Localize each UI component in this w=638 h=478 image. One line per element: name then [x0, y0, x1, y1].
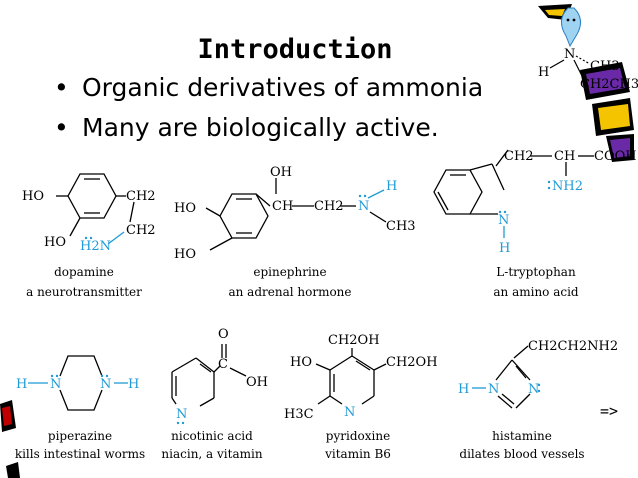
- epinephrine-ho2: HO: [174, 247, 196, 262]
- next-slide-link[interactable]: =>: [600, 402, 619, 420]
- piperazine-h2: H: [128, 377, 139, 392]
- piperazine-structure: [28, 355, 128, 411]
- dopamine-ho1: HO: [22, 189, 44, 204]
- dopamine-desc: a neurotransmitter: [26, 285, 142, 299]
- pyridoxine-desc: vitamin B6: [324, 447, 391, 461]
- pyridoxine-ch2oh2: CH2OH: [386, 355, 438, 370]
- histamine-n2: N: [528, 382, 539, 397]
- nicotinic-n: N: [176, 407, 187, 422]
- pyridoxine-ch2oh1: CH2OH: [328, 333, 380, 348]
- epinephrine-h: H: [386, 179, 397, 194]
- tryptophan-structure: [433, 149, 594, 238]
- bullet-item: • Many are biologically active.: [54, 108, 483, 148]
- dopamine-name: dopamine: [54, 265, 114, 279]
- pyridoxine-name: pyridoxine: [326, 429, 390, 443]
- tryptophan-h: H: [499, 241, 510, 256]
- tryptophan-ch: CH: [554, 149, 575, 164]
- bullet-text: Organic derivatives of ammonia: [82, 73, 484, 102]
- tryptophan-n: N: [498, 213, 509, 228]
- tryptophan-desc: an amino acid: [493, 285, 579, 299]
- dopamine-structure: [56, 173, 135, 245]
- tryptophan-name: L-tryptophan: [496, 265, 576, 279]
- piperazine-h1: H: [16, 377, 27, 392]
- bullet-list: • Organic derivatives of ammonia • Many ar…: [54, 68, 483, 148]
- histamine-h: H: [458, 382, 469, 397]
- epinephrine-structure: [205, 178, 387, 251]
- nicotinic-desc: niacin, a vitamin: [161, 447, 262, 461]
- piperazine-n1: N: [50, 377, 61, 392]
- epinephrine-ho1: HO: [174, 201, 196, 216]
- lone-pair-dots: [50, 180, 551, 425]
- bullet-dot-icon: •: [54, 73, 69, 102]
- bullet-text: Many are biologically active.: [82, 113, 439, 142]
- piperazine-n2: N: [100, 377, 111, 392]
- lone-pair-orbital-icon: [561, 7, 581, 48]
- nicotinic-o: O: [218, 327, 229, 342]
- pyridoxine-n: N: [344, 405, 355, 420]
- tryptophan-cooh: COOH: [594, 149, 637, 164]
- histamine-name: histamine: [492, 429, 552, 443]
- epinephrine-oh: OH: [270, 165, 292, 180]
- histamine-n1: N: [488, 382, 499, 397]
- piperazine-desc: kills intestinal worms: [15, 447, 145, 461]
- bullet-dot-icon: •: [54, 113, 69, 142]
- nicotinic-oh: OH: [246, 375, 268, 390]
- dopamine-nh2: H2N: [80, 239, 111, 254]
- dopamine-ho2: HO: [44, 235, 66, 250]
- corner-n: N: [564, 47, 575, 62]
- corner-methyl: CH3: [590, 59, 620, 74]
- epinephrine-desc: an adrenal hormone: [228, 285, 351, 299]
- pyridoxine-structure: [315, 348, 387, 405]
- corner-ethyl: CH2CH3: [580, 77, 638, 92]
- dopamine-ch2a: CH2: [126, 189, 156, 204]
- dopamine-ch2b: CH2: [126, 223, 156, 238]
- nicotinic-name: nicotinic acid: [171, 429, 253, 443]
- histamine-chain: CH2CH2NH2: [528, 339, 618, 354]
- bullet-item: • Organic derivatives of ammonia: [54, 68, 483, 108]
- epinephrine-ch: CH: [272, 199, 293, 214]
- corner-h: H: [538, 65, 549, 80]
- piperazine-name: piperazine: [48, 429, 112, 443]
- pyridoxine-ho: HO: [290, 355, 312, 370]
- histamine-desc: dilates blood vessels: [459, 447, 584, 461]
- tryptophan-ch2: CH2: [504, 149, 534, 164]
- histamine-structure: [472, 345, 531, 409]
- epinephrine-n: N: [358, 199, 369, 214]
- nicotinic-c: C: [218, 357, 228, 372]
- epinephrine-ch3: CH3: [386, 219, 416, 234]
- tryptophan-nh2: NH2: [552, 179, 583, 194]
- pyridoxine-h3c: H3C: [284, 407, 314, 422]
- slide-title: Introduction: [197, 34, 393, 65]
- nicotinic-acid-structure: [171, 344, 247, 407]
- corner-decoration: [0, 4, 634, 478]
- epinephrine-name: epinephrine: [253, 265, 326, 279]
- epinephrine-ch2: CH2: [314, 199, 344, 214]
